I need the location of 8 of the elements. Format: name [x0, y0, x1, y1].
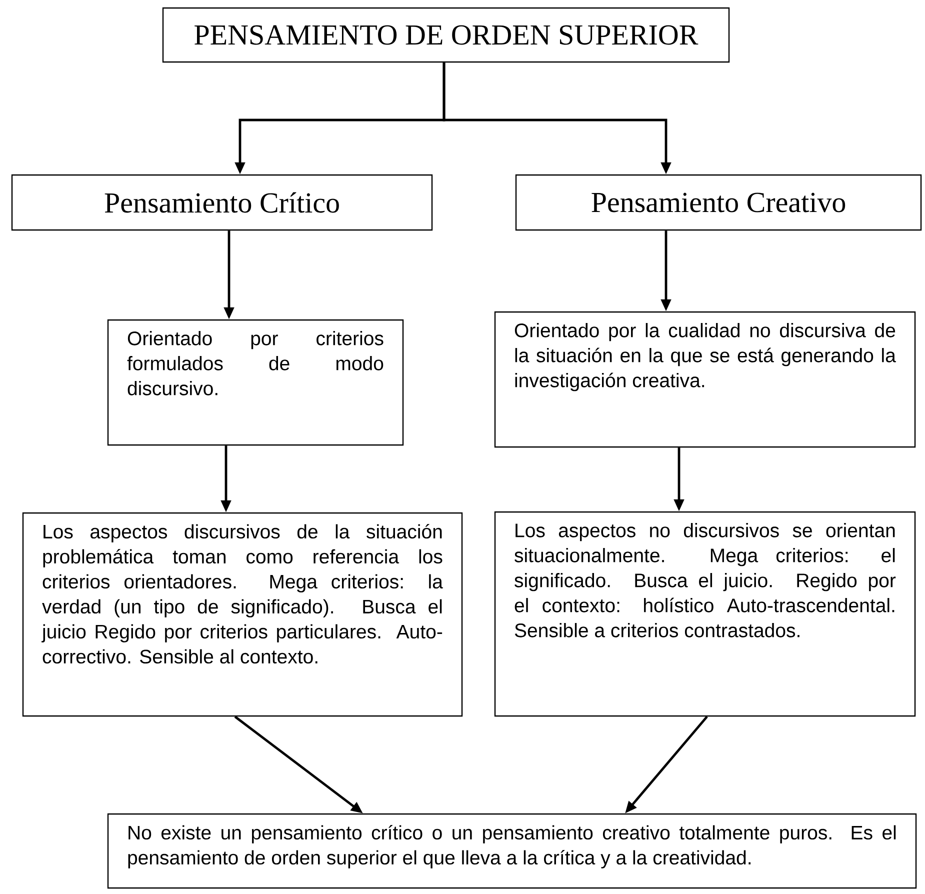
heading-box: PENSAMIENTO DE ORDEN SUPERIOR: [162, 7, 730, 63]
text-box: Los aspectos no discursivos se orientan situacionalmente. Mega criterios: el significado. Busca el juicio. Regido por el contexto: holístico Auto-trascendental. Sensible a criterios contrastados.: [494, 511, 916, 717]
text-box: No existe un pensamiento crítico o un pensamiento creativo totalmente puros. Es el pensamiento de orden superior el que lleva a la crítica y a la creatividad.: [107, 813, 917, 889]
heading-box: Pensamiento Creativo: [515, 174, 922, 231]
text-box: Orientado por la cualidad no discursiva de la situación en la que se está generando la investigación creativa.: [494, 311, 916, 448]
text-box: Los aspectos discursivos de la situación problemática toman como referencia los criterios orientadores. Mega criterios: la verdad (un tipo de significado). Busca el juicio Regido por criterios particulares. Auto-correctivo. Sensible al contexto.: [22, 512, 463, 717]
text-box: Orientado por criterios formulados de modo discursivo.: [107, 319, 404, 446]
heading-box: Pensamiento Crítico: [11, 174, 433, 231]
